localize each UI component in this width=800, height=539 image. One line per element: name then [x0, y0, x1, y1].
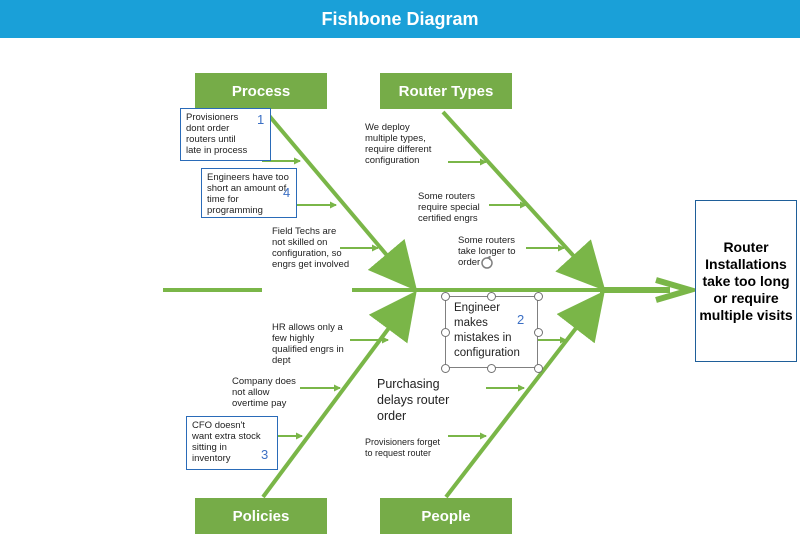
category-router-types-label: Router Types	[398, 82, 494, 100]
cause-box-cfo-stock: CFO doesn't want extra stock sitting in …	[186, 416, 278, 470]
cause-text: Engineer makes mistakes in configuration	[454, 302, 520, 359]
diagram-title: Fishbone Diagram	[321, 8, 479, 29]
cause-text: Provisioners dont order routers until la…	[186, 112, 248, 156]
rotate-handle-icon[interactable]	[480, 256, 494, 270]
resize-handle[interactable]	[487, 292, 496, 301]
cause-deploy-types: We deploy multiple types, require differ…	[365, 122, 432, 166]
effect-text: Router Installations take too long or re…	[699, 238, 793, 323]
cause-box-provisioners-order: Provisioners dont order routers until la…	[180, 108, 271, 161]
category-policies-label: Policies	[232, 507, 290, 525]
cause-number: 2	[517, 312, 525, 327]
cause-field-techs: Field Techs are not skilled on configura…	[272, 226, 350, 270]
resize-handle[interactable]	[441, 364, 450, 373]
bone-process	[264, 110, 418, 292]
cause-purchasing-delays: Purchasing delays router order	[377, 377, 450, 423]
resize-handle[interactable]	[534, 364, 543, 373]
cause-overtime: Company does not allow overtime pay	[232, 376, 296, 409]
cause-special-engrs: Some routers require special certified e…	[418, 191, 480, 224]
cause-longer-order: Some routers take longer to order	[458, 235, 516, 268]
category-people: People	[380, 498, 512, 534]
resize-handle[interactable]	[441, 328, 450, 337]
cause-number: 3	[261, 447, 269, 462]
spine-arrow	[600, 277, 701, 303]
category-people-label: People	[421, 507, 471, 525]
bone-people	[444, 290, 605, 499]
category-process-label: Process	[231, 82, 291, 100]
category-router-types: Router Types	[380, 73, 512, 109]
bone-policies	[261, 290, 417, 499]
category-policies: Policies	[195, 498, 327, 534]
cause-number: 1	[257, 112, 265, 127]
resize-handle[interactable]	[441, 292, 450, 301]
cause-hr-allows: HR allows only a few highly qualified en…	[272, 322, 344, 366]
cause-number: 4	[283, 185, 291, 200]
cause-text: Engineers have too short an amount of ti…	[207, 172, 289, 216]
resize-handle[interactable]	[487, 364, 496, 373]
title-bar: Fishbone Diagram	[0, 0, 800, 38]
resize-handle[interactable]	[534, 328, 543, 337]
bone-router-types	[441, 110, 606, 291]
effect-box: Router Installations take too long or re…	[695, 200, 797, 362]
category-process: Process	[195, 73, 327, 109]
cause-provisioners-forget: Provisioners forget to request router	[365, 437, 441, 458]
cause-box-engineers-time: Engineers have too short an amount of ti…	[201, 168, 297, 218]
cause-text: CFO doesn't want extra stock sitting in …	[192, 420, 261, 464]
cause-box-engineer-mistakes[interactable]: Engineer makes mistakes in configuration	[445, 296, 538, 368]
resize-handle[interactable]	[534, 292, 543, 301]
